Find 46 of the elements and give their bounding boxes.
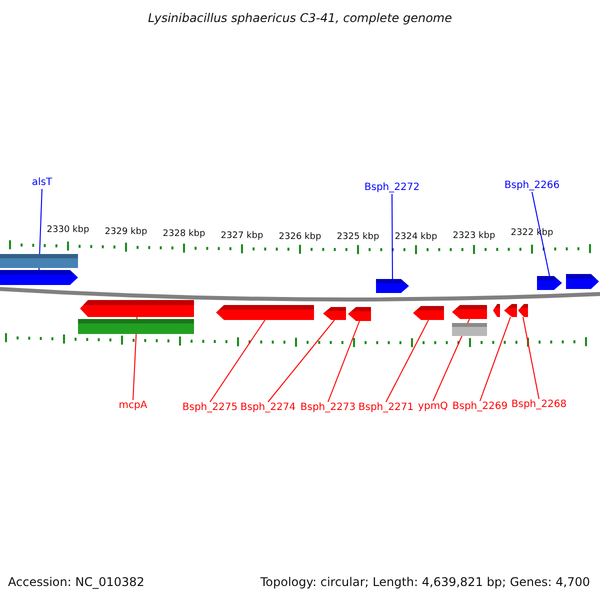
- gene-label: mcpA: [118, 400, 148, 412]
- gene-feature: [216, 305, 314, 320]
- accession-label: Accession: NC_010382: [8, 575, 144, 589]
- feature-bar: [452, 323, 487, 336]
- gene-feature: [566, 274, 599, 289]
- position-label: 2330 kbp: [46, 224, 90, 236]
- gene-feature: [504, 304, 517, 317]
- gene-feature: [518, 304, 528, 317]
- gene-label: Bsph_2266: [504, 180, 560, 192]
- gene-feature: [348, 307, 371, 321]
- gene-label: Bsph_2274: [240, 402, 296, 414]
- gene-feature: [323, 307, 346, 320]
- gene-feature: [537, 276, 562, 290]
- gene-feature: [493, 304, 500, 317]
- gene-label: Bsph_2273: [300, 402, 356, 414]
- leader-line: [386, 320, 429, 402]
- position-label: 2326 kbp: [278, 231, 322, 243]
- position-label: 2328 kbp: [162, 228, 206, 240]
- gene-feature: [452, 305, 487, 319]
- gene-label: ypmQ: [418, 401, 448, 413]
- gene-label: Bsph_2268: [511, 399, 567, 411]
- genome-summary: Topology: circular; Length: 4,639,821 bp; Genes: 4,700: [260, 575, 590, 589]
- leader-line: [392, 194, 393, 280]
- gene-feature: [80, 300, 194, 317]
- leader-line: [532, 192, 550, 276]
- feature-bar: [78, 319, 194, 334]
- gene-feature: [376, 279, 409, 293]
- feature-bar: [0, 254, 78, 268]
- leader-line: [522, 316, 540, 400]
- leader-line: [268, 320, 335, 402]
- position-label: 2329 kbp: [104, 226, 148, 238]
- gene-label: alsT: [32, 177, 52, 189]
- gene-label: Bsph_2271: [358, 402, 414, 414]
- gene-feature: [413, 306, 444, 320]
- title: Lysinibacillus sphaericus C3-41, complete genome: [146, 11, 453, 25]
- leader-line: [210, 320, 266, 402]
- position-label: 2324 kbp: [394, 231, 438, 243]
- gene-label: Bsph_2269: [452, 401, 508, 413]
- gene-label: Bsph_2275: [182, 402, 238, 414]
- position-label: 2325 kbp: [336, 231, 380, 243]
- position-label: 2323 kbp: [452, 230, 496, 242]
- leader-line: [328, 320, 360, 402]
- position-label: 2327 kbp: [220, 230, 264, 242]
- gene-label: Bsph_2272: [364, 182, 420, 194]
- gene-feature: [0, 270, 78, 285]
- leader-line: [480, 316, 511, 402]
